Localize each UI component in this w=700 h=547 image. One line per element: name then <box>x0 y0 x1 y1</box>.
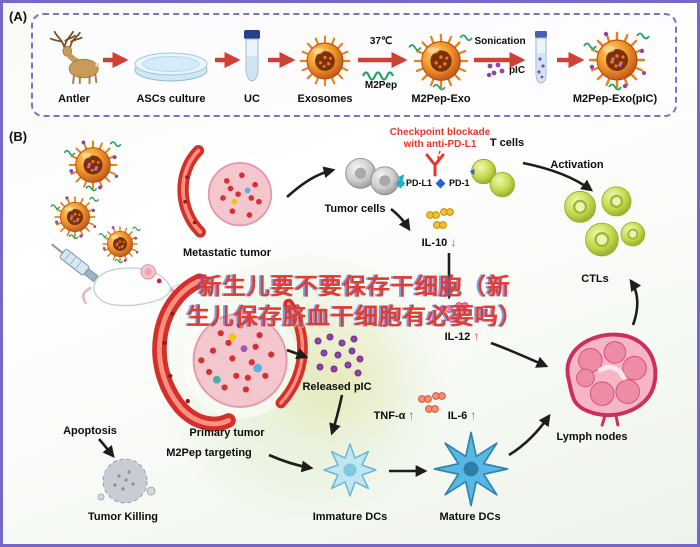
label-t-cells: T cells <box>489 137 525 149</box>
metastatic-tumor-icon <box>177 145 280 238</box>
label-with-anti-pdl1: with anti-PD-L1 <box>403 139 477 150</box>
injected-nanoparticle-icon <box>53 195 97 239</box>
label-immature-dcs: Immature DCs <box>312 511 388 523</box>
label-m2pep-exo: M2Pep-Exo <box>411 93 471 105</box>
tnf-text: TNF-α <box>373 410 406 422</box>
lymph-node-icon <box>565 332 658 427</box>
panel-b-tag: (B) <box>9 129 28 144</box>
label-primary-tumor: Primary tumor <box>189 427 265 439</box>
ctls-icon <box>564 186 646 257</box>
label-metastatic-tumor: Metastatic tumor <box>182 247 272 259</box>
immature-dc-icon <box>323 443 377 497</box>
arrow-mature-dcs-to-lymph-nodes <box>508 413 551 457</box>
uc-tube-icon <box>244 30 260 82</box>
arrow-il12-to-lymph-nodes <box>490 341 549 368</box>
il12-cytokine-dots-icon <box>439 302 469 323</box>
injected-nanoparticle-icon <box>67 139 119 191</box>
primary-tumor-icon <box>152 273 308 432</box>
label-ctls: CTLs <box>581 273 609 285</box>
il10-cytokine-dots-icon <box>426 208 454 229</box>
dying-tumor-cell-icon <box>97 458 156 504</box>
tumor-cells-icon <box>345 157 405 196</box>
deer-antler-icon <box>49 30 100 85</box>
arrow-tumor-cells-to-il10 <box>390 207 411 232</box>
released-pic-dots-icon <box>314 333 364 377</box>
m2pep-exo-pic-icon <box>587 30 647 90</box>
il6-text: IL-6 <box>447 410 468 422</box>
il10-text: IL-10 <box>421 237 448 249</box>
label-tumor-cells: Tumor cells <box>324 203 386 215</box>
pic-dots-icon <box>486 62 505 78</box>
label-pd-1: PD-1 <box>449 178 470 188</box>
label-uc: UC <box>244 93 260 105</box>
label-sonication: Sonication <box>474 36 526 47</box>
label-pic: pIC <box>508 65 526 76</box>
label-pd-l1: PD-L1 <box>406 178 433 188</box>
il10-down-arrow: ↓ <box>450 235 457 249</box>
il12-text: IL-12 <box>444 331 471 343</box>
label-apoptosis: Apoptosis <box>63 425 117 437</box>
watermark-text-line2: 生儿保存脐血干细胞有必要吗） <box>187 304 523 330</box>
label-m2pep: M2Pep <box>364 80 398 91</box>
label-37c: 37℃ <box>369 36 393 47</box>
anti-pd-l1-antibody-icon <box>425 153 445 177</box>
label-ascs-culture: ASCs culture <box>136 93 206 105</box>
pd-l1-pd-1-markers-icon <box>395 178 446 189</box>
tnf-il6-cytokine-dots-icon <box>418 392 446 413</box>
label-il6: IL-6 ↑ <box>448 408 477 422</box>
label-tumor-killing: Tumor Killing <box>87 511 159 523</box>
il6-up-arrow: ↑ <box>470 408 477 422</box>
label-il12: IL-12 ↑ <box>445 329 480 343</box>
label-il10: IL-10 ↓ <box>422 235 457 249</box>
arrow-lymph-nodes-to-ctls <box>629 278 642 326</box>
il12-up-arrow: ↑ <box>473 329 480 343</box>
exosome-icon <box>299 35 351 87</box>
tnf-up-arrow: ↑ <box>408 408 415 422</box>
label-activation: Activation <box>550 159 604 171</box>
label-tnf-alpha: TNF-α ↑ <box>374 408 415 422</box>
panel-a-tag: (A) <box>9 9 28 24</box>
watermark-text-line1: 新生儿要不要保存干细胞（新 <box>199 274 511 300</box>
label-antler: Antler <box>58 93 90 105</box>
petri-dish-icon <box>134 52 208 82</box>
syringe-icon <box>51 243 99 283</box>
label-m2pep-exo-pic: M2Pep-Exo(pIC) <box>572 93 658 105</box>
label-m2pep-targeting: M2Pep targeting <box>166 447 252 459</box>
mature-dc-icon <box>433 431 509 507</box>
label-released-pic: Released pIC <box>302 381 372 393</box>
label-checkpoint-blockade: Checkpoint blockade <box>389 127 491 138</box>
arrow-metastatic-to-tumor-cells <box>286 166 336 198</box>
m2pep-peptide-icon <box>361 71 395 81</box>
label-lymph-nodes: Lymph nodes <box>556 431 628 443</box>
t-cells-icon <box>469 158 515 198</box>
m2pep-exo-icon <box>412 32 470 90</box>
label-exosomes: Exosomes <box>297 93 353 105</box>
mouse-icon <box>81 264 181 307</box>
label-mature-dcs: Mature DCs <box>439 511 501 523</box>
sonication-tube-icon <box>535 31 547 84</box>
